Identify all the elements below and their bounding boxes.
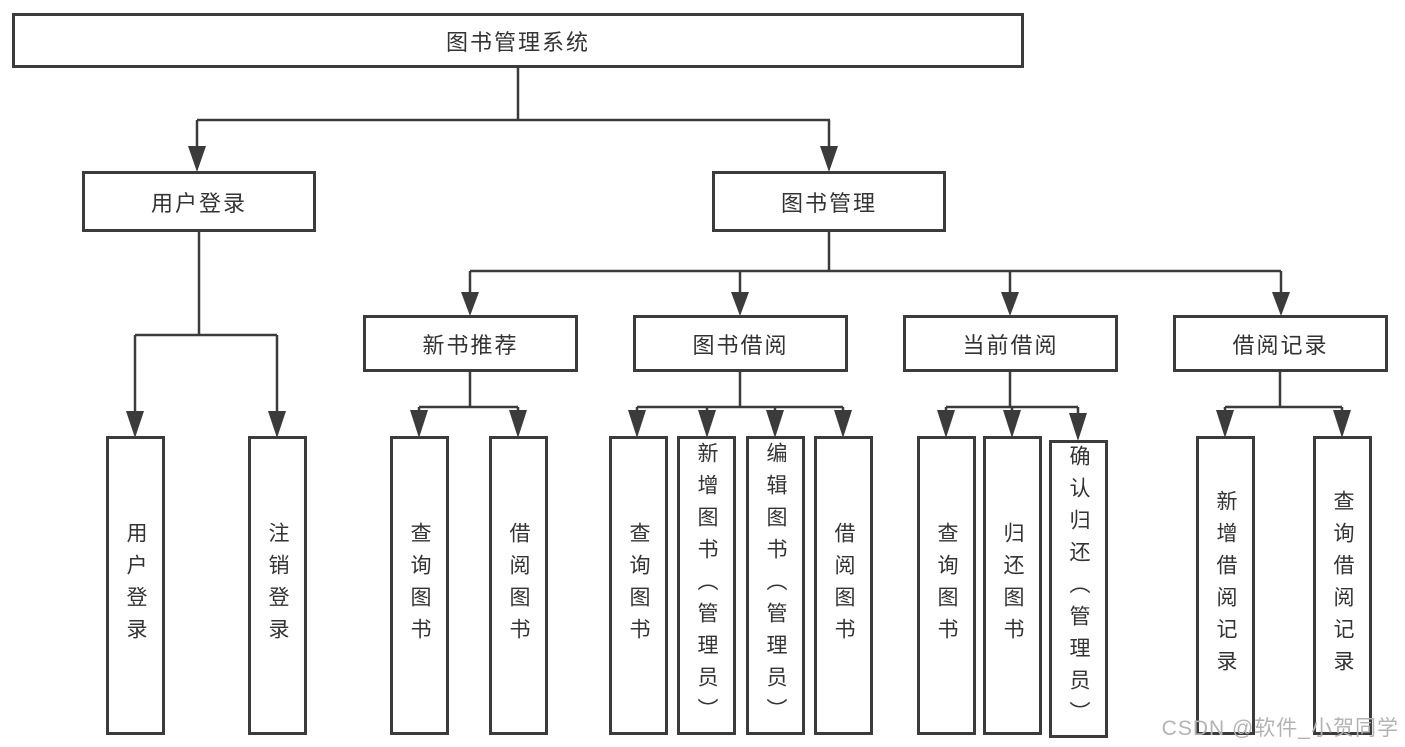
node-leaf-add-borrow-record: 新增借阅记录 [1196,436,1255,735]
connector-current-borrow-to-leaves [937,372,1087,441]
node-label: 注销登录 [266,521,289,650]
node-label: 借阅记录 [1232,332,1329,358]
node-book-borrow: 图书借阅 [633,315,848,372]
node-leaf-query-books-current: 查询图书 [917,436,976,735]
node-label: 借阅图书 [507,521,530,650]
node-label: 借阅图书 [832,521,855,650]
node-leaf-return-books: 归还图书 [983,436,1042,735]
node-leaf-query-books-borrow: 查询图书 [609,436,668,735]
node-book-management: 图书管理 [712,171,946,232]
node-label: 新增借阅记录 [1214,489,1237,682]
node-label: 用户登录 [150,190,247,216]
node-leaf-edit-books-admin: 编辑图书（管理员） [746,436,805,735]
node-label: 查询图书 [627,521,650,650]
node-label: 图书管理系统 [445,29,590,55]
node-leaf-borrow-books: 借阅图书 [814,436,873,735]
node-leaf-logout: 注销登录 [248,436,307,735]
node-leaf-user-login: 用户登录 [106,436,165,735]
node-label: 编辑图书（管理员） [764,441,787,730]
node-label: 确认归还（管理员） [1067,445,1090,733]
connector-root-to-level2 [188,68,838,172]
node-label: 新书推荐 [422,332,519,358]
node-new-book-recommend: 新书推荐 [363,315,578,372]
node-label: 查询图书 [408,521,431,650]
node-library-management-system: 图书管理系统 [12,13,1024,68]
node-label: 当前借阅 [962,332,1059,358]
node-label: 查询借阅记录 [1331,489,1354,682]
node-leaf-borrow-books-recommend: 借阅图书 [489,436,548,735]
node-leaf-query-books-recommend: 查询图书 [390,436,449,735]
node-current-borrow: 当前借阅 [903,315,1118,372]
node-leaf-query-borrow-record: 查询借阅记录 [1313,436,1372,735]
node-label: 用户登录 [124,521,147,650]
node-label: 查询图书 [935,521,958,650]
connector-new-book-recommend-to-leaves [410,372,527,438]
connector-book-borrow-to-leaves [628,372,852,438]
node-leaf-add-books-admin: 新增图书（管理员） [677,436,736,735]
connector-user-login-to-leaves [126,232,286,438]
csdn-watermark: CSDN @软件_小贺同学 [1161,717,1399,740]
node-leaf-confirm-return-admin: 确认归还（管理员） [1049,440,1108,738]
node-label: 图书借阅 [692,332,789,358]
connector-book-mgmt-to-level3 [461,232,1290,316]
node-label: 新增图书（管理员） [695,441,718,730]
node-label: 图书管理 [780,190,877,216]
node-label: 归还图书 [1001,521,1024,650]
connector-borrow-record-to-leaves [1216,372,1351,438]
node-borrow-record: 借阅记录 [1173,315,1388,372]
node-user-login: 用户登录 [82,171,316,232]
